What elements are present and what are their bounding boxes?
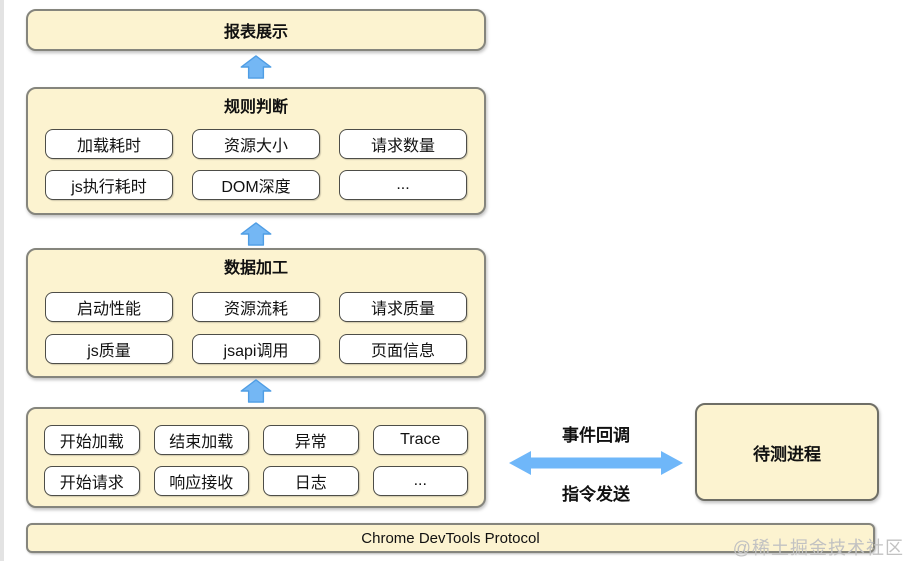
up-arrow-icon <box>240 55 272 79</box>
event-item: Trace <box>372 425 468 455</box>
rule-items-grid: 加载耗时 资源大小 请求数量 js执行耗时 DOM深度 ... <box>28 129 484 200</box>
up-arrow-icon <box>240 222 272 246</box>
up-arrow-shape <box>240 379 272 403</box>
rule-item: 加载耗时 <box>45 129 173 159</box>
watermark-text: @稀土掘金技术社区 <box>732 538 904 558</box>
report-display-box: 报表展示 <box>26 9 486 51</box>
rule-judgment-title: 规则判断 <box>223 99 288 116</box>
data-processing-box: 数据加工 启动性能 资源流耗 请求质量 js质量 jsapi调用 页面信息 <box>26 248 486 378</box>
up-arrow-icon <box>240 379 272 403</box>
target-process-label: 待测进程 <box>753 444 821 464</box>
event-item: 响应接收 <box>153 466 249 496</box>
left-edge-strip <box>0 0 4 561</box>
bidirectional-arrow-shape <box>509 451 683 475</box>
event-items-grid: 开始加载 结束加载 异常 Trace 开始请求 响应接收 日志 ... <box>28 425 484 496</box>
up-arrow-shape <box>240 222 272 246</box>
report-display-title: 报表展示 <box>223 24 288 41</box>
processing-item: 启动性能 <box>45 292 173 322</box>
up-arrow-shape <box>240 55 272 79</box>
rule-item: js执行耗时 <box>45 170 173 200</box>
rule-item: 资源大小 <box>192 129 320 159</box>
processing-item: 请求质量 <box>339 292 467 322</box>
rule-judgment-box: 规则判断 加载耗时 资源大小 请求数量 js执行耗时 DOM深度 ... <box>26 87 486 215</box>
event-item: 异常 <box>263 425 359 455</box>
event-item: 日志 <box>263 466 359 496</box>
event-item: 开始加载 <box>44 425 140 455</box>
command-send-label: 指令发送 <box>562 485 630 504</box>
processing-item: 资源流耗 <box>192 292 320 322</box>
data-processing-title: 数据加工 <box>223 260 288 277</box>
processing-item: js质量 <box>45 334 173 364</box>
target-process-box: 待测进程 <box>695 403 879 501</box>
event-item: 结束加载 <box>153 425 249 455</box>
protocol-bar: Chrome DevTools Protocol <box>26 523 875 553</box>
event-callback-label: 事件回调 <box>562 426 630 445</box>
processing-item: 页面信息 <box>339 334 467 364</box>
event-item-ellipsis: ... <box>372 466 468 496</box>
processing-items-grid: 启动性能 资源流耗 请求质量 js质量 jsapi调用 页面信息 <box>28 292 484 364</box>
protocol-label: Chrome DevTools Protocol <box>361 529 540 547</box>
events-box: 开始加载 结束加载 异常 Trace 开始请求 响应接收 日志 ... <box>26 407 486 508</box>
rule-item: 请求数量 <box>339 129 467 159</box>
rule-item-ellipsis: ... <box>339 170 467 200</box>
rule-item: DOM深度 <box>192 170 320 200</box>
event-item: 开始请求 <box>44 466 140 496</box>
bidirectional-arrow-icon <box>509 451 683 475</box>
processing-item: jsapi调用 <box>192 334 320 364</box>
